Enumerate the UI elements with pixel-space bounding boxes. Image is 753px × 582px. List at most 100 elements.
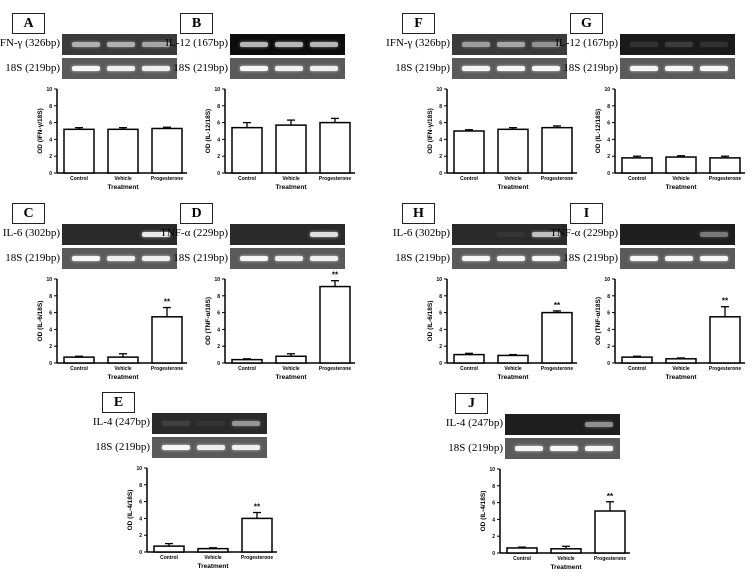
panel-label: F [402, 13, 435, 34]
x-tick-label: Control [513, 556, 531, 562]
bar [665, 156, 697, 174]
y-tick-label: 6 [49, 311, 52, 317]
reference-label: 18S (219bp) [173, 62, 228, 74]
gene-band [240, 232, 268, 237]
reference-gel-image [62, 248, 177, 269]
x-axis-label: Treatment [550, 564, 582, 571]
reference-gel-image [62, 58, 177, 79]
reference-band [550, 446, 578, 451]
x-tick-label: Progesterone [151, 366, 183, 372]
x-tick-label: Vehicle [282, 366, 299, 372]
gene-label: IL-6 (302bp) [392, 227, 450, 239]
reference-gel-image [452, 248, 567, 269]
y-tick-label: 4 [49, 327, 52, 333]
x-tick-label: Control [460, 176, 478, 182]
y-tick-label: 8 [217, 104, 220, 110]
gene-band [497, 42, 525, 47]
x-tick-label: Vehicle [114, 176, 131, 182]
gene-band [240, 42, 268, 47]
y-tick-label: 8 [439, 104, 442, 110]
gene-band [142, 42, 170, 47]
reference-label: 18S (219bp) [5, 62, 60, 74]
bar [709, 316, 741, 364]
x-tick-label: Progesterone [541, 176, 573, 182]
y-tick-label: 4 [139, 516, 142, 522]
x-axis-label: Treatment [107, 374, 139, 381]
y-tick-label: 8 [492, 484, 495, 490]
y-tick-label: 4 [49, 137, 52, 143]
x-axis-label: Treatment [197, 563, 229, 570]
y-axis-label: OD (IL-4/18S) [127, 490, 134, 531]
y-tick-label: 8 [49, 104, 52, 110]
x-tick-label: Vehicle [557, 556, 574, 562]
gene-band [107, 42, 135, 47]
reference-band [275, 256, 303, 261]
gene-band [630, 232, 658, 237]
gene-band [72, 42, 100, 47]
y-axis-label: OD (IL-4/18S) [480, 491, 487, 532]
gene-band [107, 232, 135, 237]
y-tick-label: 4 [492, 517, 495, 523]
x-axis-label: Treatment [275, 374, 307, 381]
y-tick-label: 0 [217, 171, 220, 177]
reference-band [532, 66, 560, 71]
y-tick-label: 8 [607, 294, 610, 300]
reference-gel-image [452, 58, 567, 79]
gene-label: IL-4 (247bp) [92, 416, 150, 428]
reference-label: 18S (219bp) [563, 252, 618, 264]
significance-marker: ** [554, 301, 561, 310]
x-tick-label: Progesterone [709, 176, 741, 182]
bar [621, 157, 653, 174]
reference-band [197, 445, 225, 450]
y-tick-label: 8 [439, 294, 442, 300]
y-tick-label: 6 [492, 501, 495, 507]
gene-band [275, 42, 303, 47]
bar [319, 285, 351, 364]
x-tick-label: Control [628, 366, 646, 372]
y-axis-label: OD (IL-6/18S) [37, 301, 44, 342]
y-tick-label: 0 [439, 361, 442, 367]
bar [621, 356, 653, 364]
panel-label: B [180, 13, 213, 34]
bar [151, 127, 183, 174]
bar [63, 356, 95, 364]
gene-gel-image [230, 34, 345, 55]
y-tick-label: 2 [49, 154, 52, 160]
y-tick-label: 0 [607, 171, 610, 177]
y-tick-label: 4 [439, 137, 442, 143]
bar [453, 353, 485, 364]
gene-label: IL-12 (167bp) [555, 37, 618, 49]
gene-gel-image [452, 34, 567, 55]
bar [153, 545, 185, 553]
y-tick-label: 4 [607, 327, 610, 333]
gene-label: IL-4 (247bp) [445, 417, 503, 429]
y-tick-label: 0 [49, 361, 52, 367]
bar [319, 121, 351, 174]
gene-band [142, 232, 170, 237]
reference-band [462, 256, 490, 261]
x-tick-label: Progesterone [241, 555, 273, 561]
gene-band [462, 232, 490, 237]
reference-band [665, 256, 693, 261]
bar [541, 126, 573, 174]
reference-band [497, 66, 525, 71]
bar [151, 316, 183, 364]
panel-label: G [570, 13, 603, 34]
reference-label: 18S (219bp) [395, 252, 450, 264]
y-axis-label: OD (IFN-γ/18S) [37, 108, 44, 154]
y-axis-label: OD (IL-12/18S) [595, 109, 602, 153]
panel-label: A [12, 13, 45, 34]
reference-band [700, 66, 728, 71]
reference-gel-image [505, 438, 620, 459]
reference-band [162, 445, 190, 450]
x-axis-label: Treatment [497, 184, 529, 191]
